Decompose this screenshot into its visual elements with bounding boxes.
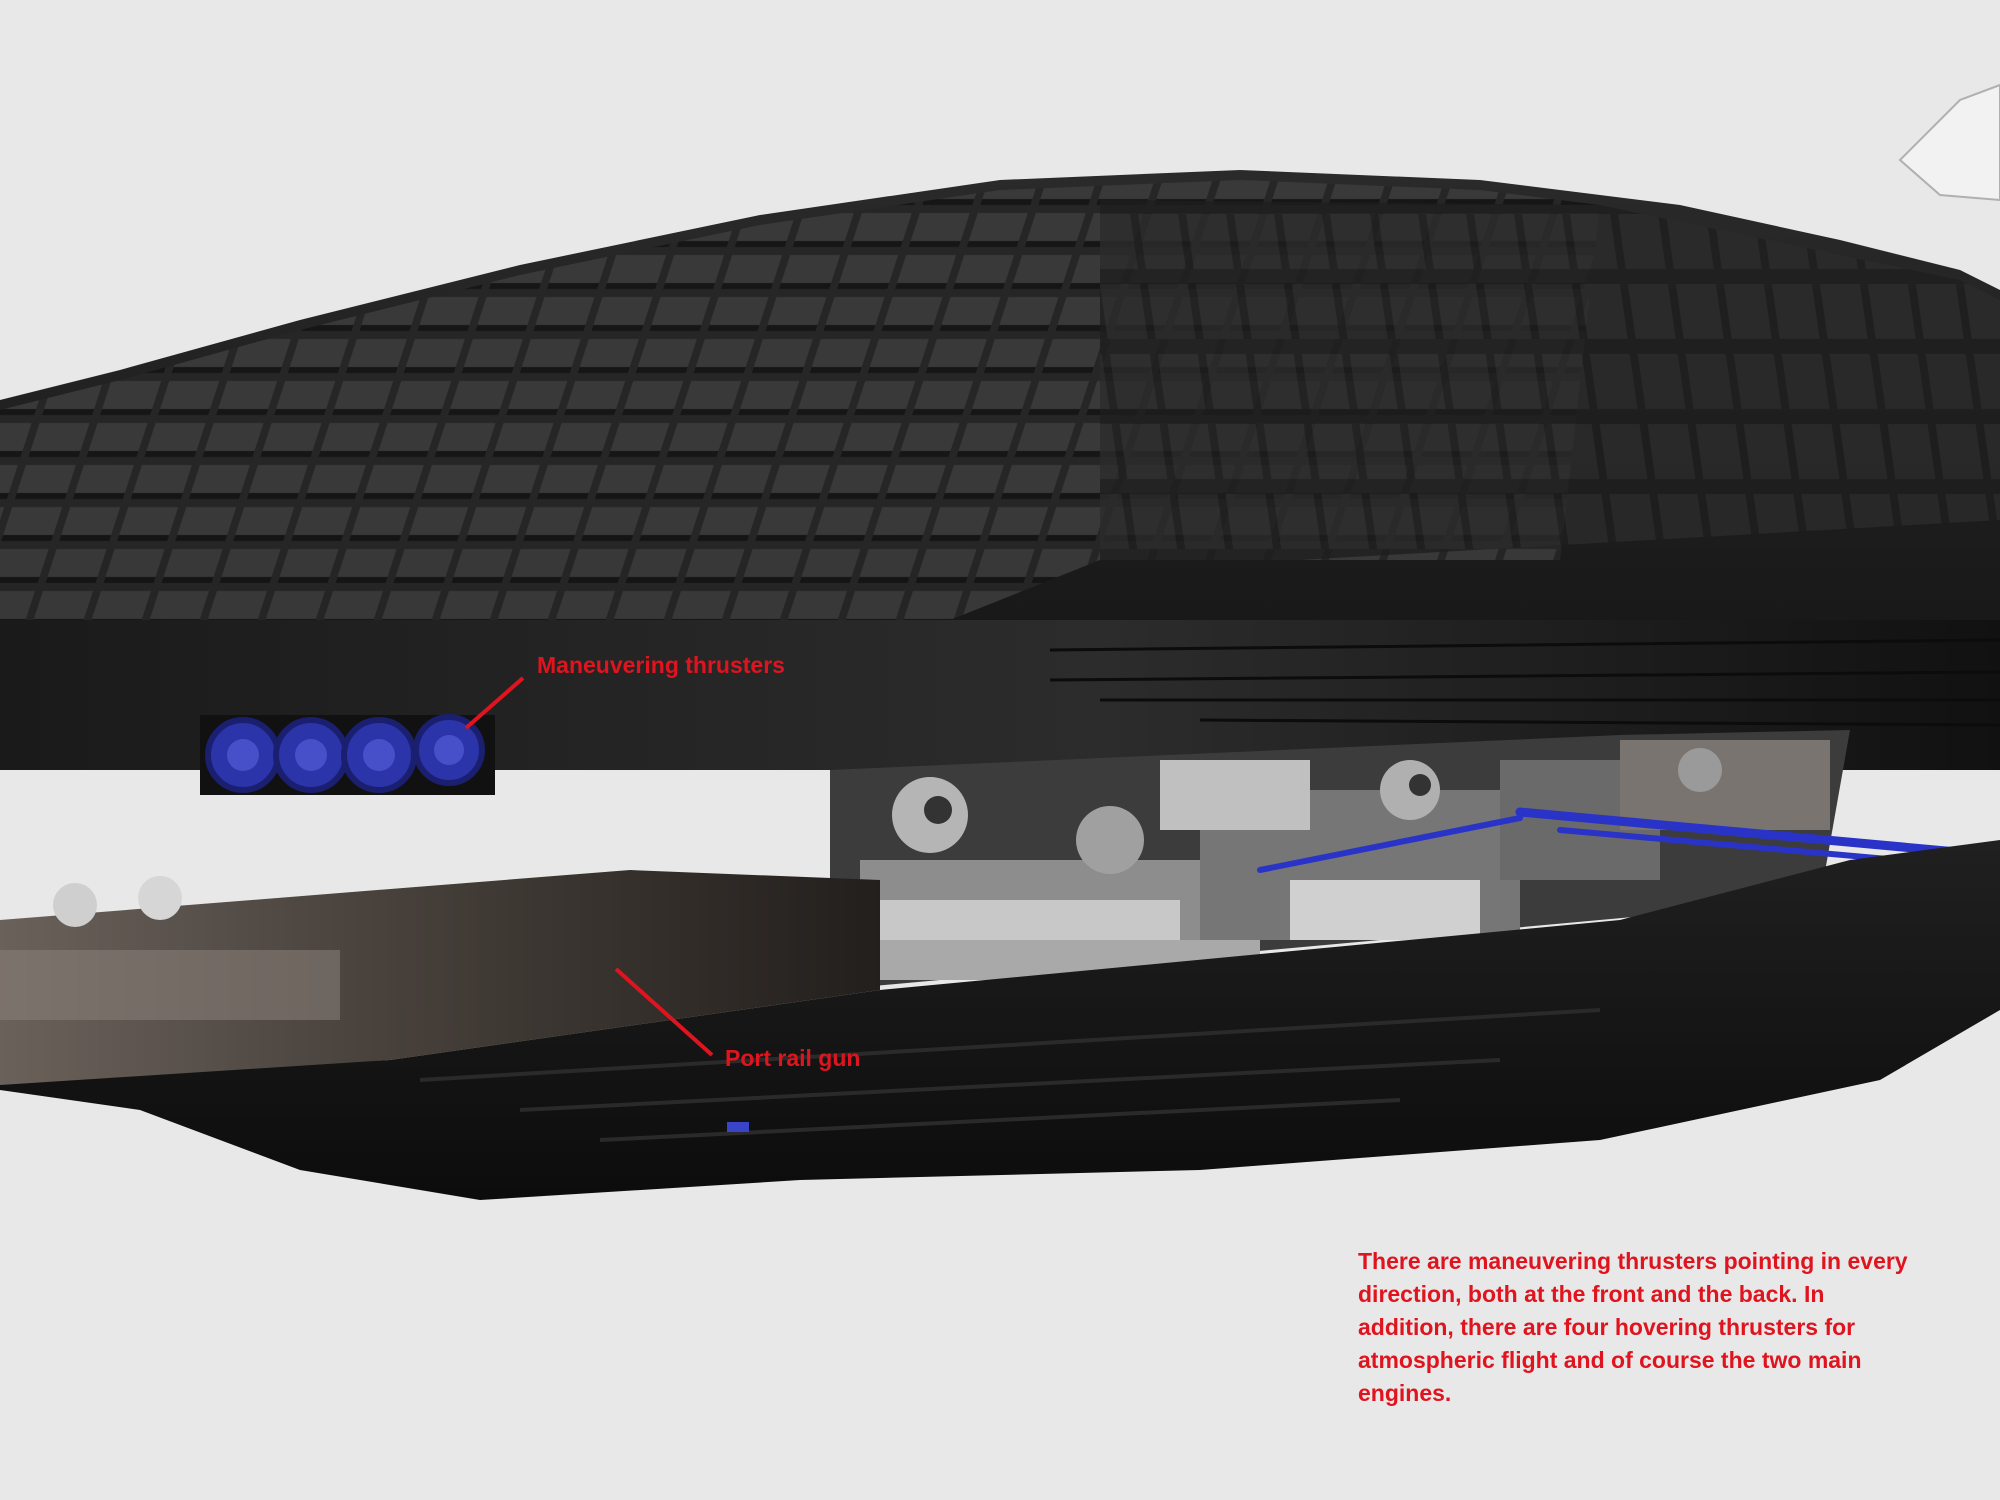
bow-structure (1898, 83, 2000, 202)
rail-gun-highlight (0, 950, 340, 1020)
mid-hull-seams (1049, 638, 2000, 727)
maneuvering-thrusters (205, 714, 485, 793)
railgun-leader-line (614, 967, 714, 1057)
port-rail-gun-label: Port rail gun (725, 1045, 861, 1071)
machinery-parts (840, 740, 1830, 980)
upper-hull-side-plates (1100, 200, 2000, 560)
lower-hull-seams (419, 1008, 1601, 1142)
port-rail-gun (0, 870, 880, 1090)
rail-gun-stud-2 (138, 876, 182, 920)
maneuvering-thrusters-label: Maneuvering thrusters (537, 652, 785, 678)
rail-gun-stud-1 (53, 883, 97, 927)
description-caption: There are maneuvering thrusters pointing… (1358, 1248, 1908, 1406)
lower-hull (0, 840, 2000, 1200)
thrusters-leader-line (464, 676, 525, 730)
lower-thruster-glint (727, 1122, 749, 1132)
